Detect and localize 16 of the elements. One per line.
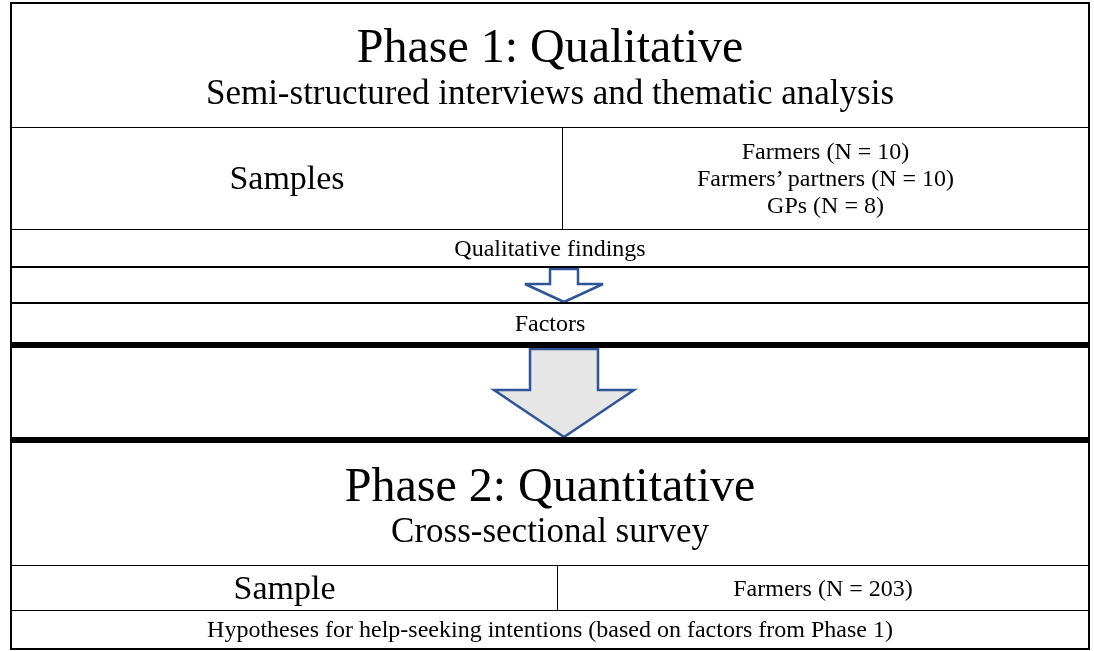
cell-text: Factors [514, 309, 586, 337]
table-cell [10, 302, 1090, 348]
block-arrow [489, 347, 639, 439]
cell-text: Farmers (N = 203) [733, 574, 913, 602]
phase-heading: Phase 2: Quantitative [344, 457, 756, 512]
phase-subheading: Cross-sectional survey [391, 511, 709, 551]
cell-text: Qualitative findings [454, 234, 646, 262]
block-arrow [523, 267, 605, 304]
cell-text: Farmers (N = 10) [741, 138, 910, 166]
cell-text: Samples [229, 159, 345, 198]
cell-text: Hypotheses for help-seeking intentions (based on factors from Phase 1) [207, 616, 893, 643]
cell-text: GPs (N = 8) [767, 191, 884, 219]
cell-text: Farmers’ partners (N = 10) [697, 165, 954, 192]
phase-subheading: Semi-structured interviews and thematic analysis [205, 72, 895, 112]
phase-heading: Phase 1: Qualitative [356, 19, 744, 73]
cell-text: Sample [233, 568, 336, 608]
